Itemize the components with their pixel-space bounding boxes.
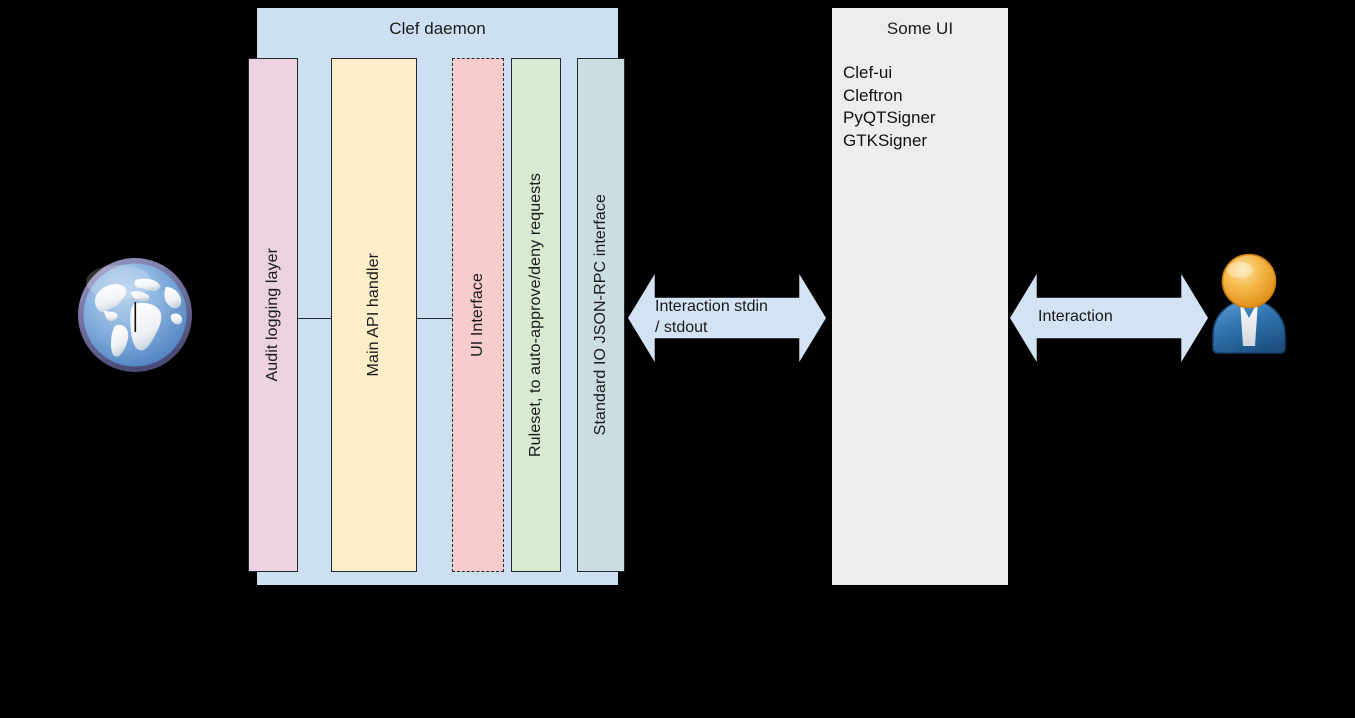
connector-audit-to-api (297, 318, 332, 319)
clef-daemon-container (257, 8, 618, 585)
list-item: Clef-ui (843, 63, 893, 82)
globe-icon (74, 254, 196, 376)
list-item: PyQTSigner (843, 108, 936, 127)
box-main-api-handler[interactable]: Main API handler (331, 58, 417, 572)
user-icon (1203, 252, 1295, 356)
connector-api-to-ui (416, 318, 453, 319)
some-ui-panel (832, 8, 1008, 585)
box-label-stdio: Standard IO JSON-RPC interface (592, 194, 609, 436)
list-item: GTKSigner (843, 130, 928, 150)
box-label-audit: Audit logging layer (264, 248, 281, 382)
box-standard-io-jsonrpc[interactable]: Standard IO JSON-RPC interface (577, 58, 625, 572)
box-ui-interface[interactable]: UI Interface (452, 58, 504, 572)
arrow-label-stdio-line1: Interaction stdin (655, 298, 768, 315)
box-label-ruleset: Ruleset, to auto-approve/deny requests (527, 173, 544, 457)
arrow-label-interaction-stdio: Interaction stdin / stdout (655, 296, 815, 338)
arrow-label-stdio-line2: / stdout (655, 319, 708, 336)
box-audit-logging-layer[interactable]: Audit logging layer (248, 58, 298, 572)
box-label-ui: UI Interface (469, 273, 486, 357)
arrow-label-interaction-user: Interaction (1038, 308, 1113, 325)
box-label-api: Main API handler (365, 253, 382, 377)
box-ruleset[interactable]: Ruleset, to auto-approve/deny requests (511, 58, 561, 572)
clef-daemon-title: Clef daemon (389, 19, 486, 38)
some-ui-list: Clef-ui Cleftron PyQTSigner GTKSigner (843, 62, 1003, 152)
some-ui-title: Some UI (886, 19, 954, 38)
list-item: Cleftron (843, 85, 903, 105)
